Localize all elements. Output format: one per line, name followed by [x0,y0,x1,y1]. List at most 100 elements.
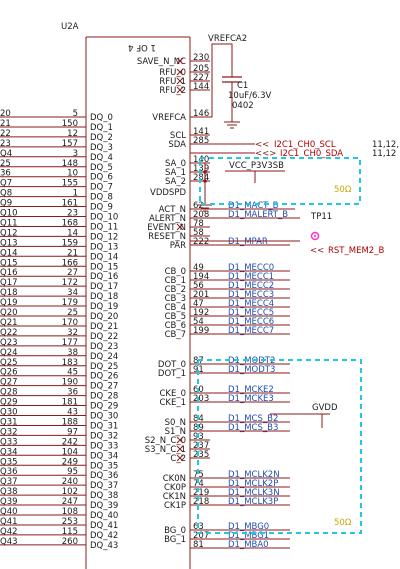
right-pin-number: 219 [193,488,209,498]
left-pin-name: DQ_16 [90,272,118,282]
left-pin-net: 23 [0,139,11,149]
right-pin-name: S1_N [165,427,186,437]
right-pin-number: 47 [193,299,204,309]
right-pin-name: SA_1 [165,168,186,178]
left-pin-net: Q13 [0,238,18,248]
right-pin-number: 139 [193,164,209,174]
left-pin-name: DQ_20 [90,312,118,322]
right-pin-name: CKE_1 [159,398,186,408]
left-pin-name: DQ_38 [90,491,118,501]
right-pin-name: RFU_1 [159,77,186,87]
right-net-label: D1_MBG0 [228,522,269,532]
sa-junction-1 [203,170,207,174]
right-pin-name: DOT_1 [158,369,186,379]
left-pin-name: DQ_8 [90,193,113,203]
right-pin-name: VDDSPD [150,188,186,198]
left-pin-number: 260 [62,537,78,547]
left-pin-net: Q8 [0,189,12,199]
left-pin-name: DQ_21 [90,322,118,332]
control-network: TP11 << RST_MEM2_B [190,208,384,256]
right-pin-number: 54 [193,317,204,327]
scl-offpage-icon: << [255,140,269,150]
no-connect-icon [176,436,184,444]
left-pin-net: Q7 [0,179,12,189]
right-pin-name: SA_2 [165,177,186,187]
left-pin-number: 148 [62,159,78,169]
right-pin-row: VDDSPD [150,188,186,198]
right-pin-name: CK0P [164,483,186,493]
reset-net-label: RST_MEM2_B [328,246,384,256]
left-pin-number: 27 [67,268,78,278]
impedance-label-bottom: 50Ω [334,518,352,528]
left-pin-number: 247 [62,497,78,507]
left-pin-number: 108 [62,507,78,517]
right-pin-number: 199 [193,326,209,336]
left-pin-net: Q36 [0,467,18,477]
gvdd-network: GVDD 50Ω [197,359,362,534]
right-pin-name: DOT_0 [158,360,186,370]
left-pin-name: DQ_25 [90,362,118,372]
right-net-label: D1_MCLK3P [228,497,278,507]
right-pin-name: CB_7 [165,330,186,340]
i2c-network: << <<> I2C1_CH0_SCL I2C1_CH0_SDA 11,12,1… [190,140,400,159]
left-pin-name: DQ_31 [90,421,118,431]
left-pin-net: Q22 [0,328,18,338]
left-pin-net: Q25 [0,358,18,368]
left-pin-number: 240 [62,477,78,487]
left-pin-number: 1 [73,189,78,199]
left-pin-number: 104 [62,447,78,457]
left-pin-name: DQ_33 [90,441,118,451]
left-pin-net: Q16 [0,268,18,278]
right-pin-number: 284 [193,173,209,183]
right-pin-name: SA_0 [165,159,186,169]
left-pin-name: DQ_0 [90,113,113,123]
left-pin-number: 190 [62,378,78,388]
left-pin-name: DQ_28 [90,392,118,402]
right-pin-name: CB_0 [165,267,186,277]
right-net-label: D1_MBG1 [228,531,269,541]
left-pin-number: 43 [67,408,78,418]
testpoint-probe-icon [310,231,320,241]
sa-network: VCC_P3V3SB 50Ω [190,157,361,212]
left-pin-net: Q39 [0,497,18,507]
right-pin-number: 78 [193,219,204,229]
right-pin-number: 201 [193,290,209,300]
left-pin-name: DQ_10 [90,213,118,223]
right-pin-name: CK0N [163,474,186,484]
left-pin-name: DQ_36 [90,471,118,481]
left-pin-number: 34 [67,288,78,298]
left-pin-net: Q37 [0,477,18,487]
right-pin-name: ACT_N [159,205,186,215]
right-pin-number: 146 [193,109,209,119]
left-pin-net: Q24 [0,348,18,358]
right-pin-name: CK1N [163,492,186,502]
left-pin-net: 36 [0,169,11,179]
left-pin-name: DQ_18 [90,292,118,302]
left-pin-name: DQ_37 [90,481,118,491]
reset-offpage-icon: << [310,246,324,256]
left-pin-name: DQ_24 [90,352,118,362]
